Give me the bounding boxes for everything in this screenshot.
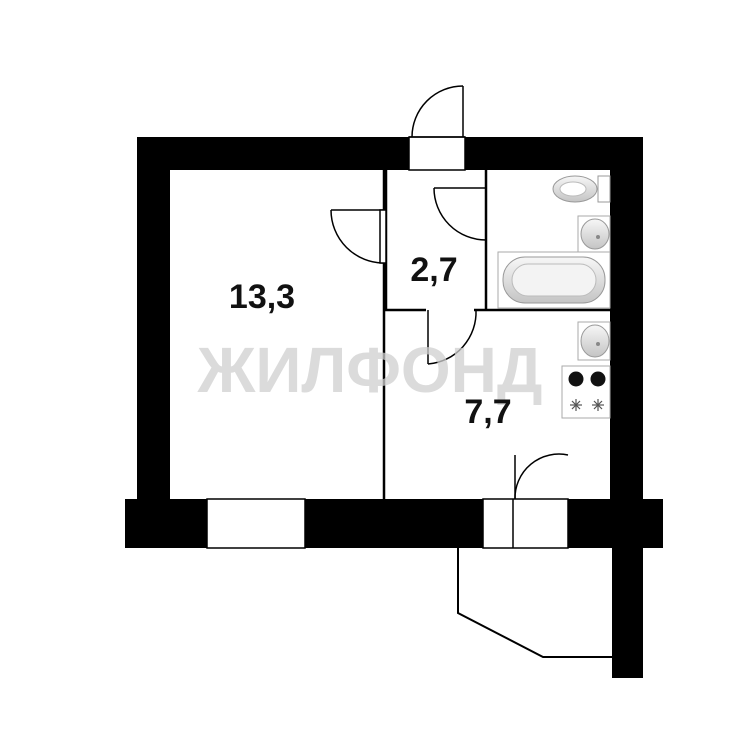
wall-right [610,137,643,499]
bathtub-icon [497,251,611,309]
door-kitchen [426,308,477,365]
bathroom-area-label: 2,7 [410,251,457,289]
balcony-wall-right [612,548,643,678]
door-bathroom [433,187,487,241]
wall-bottom-left [125,499,207,548]
outer-walls [125,137,663,678]
kitchen-area-label: 7,7 [464,393,511,431]
wall-bottom-mid [305,499,483,548]
toilet-icon [552,175,611,203]
entrance-door [408,85,466,171]
wall-top-left [137,137,409,170]
stove-icon [561,365,611,419]
living-room-area-label: 13,3 [229,278,295,316]
door-living-room [330,209,387,264]
wall-left [137,137,170,499]
balcony [457,548,612,658]
watermark: ЖИЛФОНД [197,334,543,406]
bathroom-sink-icon [577,215,611,253]
balcony-door-window [482,453,569,549]
kitchen-sink-icon [577,321,611,361]
wall-bottom-right [568,499,663,548]
window-living-room [206,498,306,549]
